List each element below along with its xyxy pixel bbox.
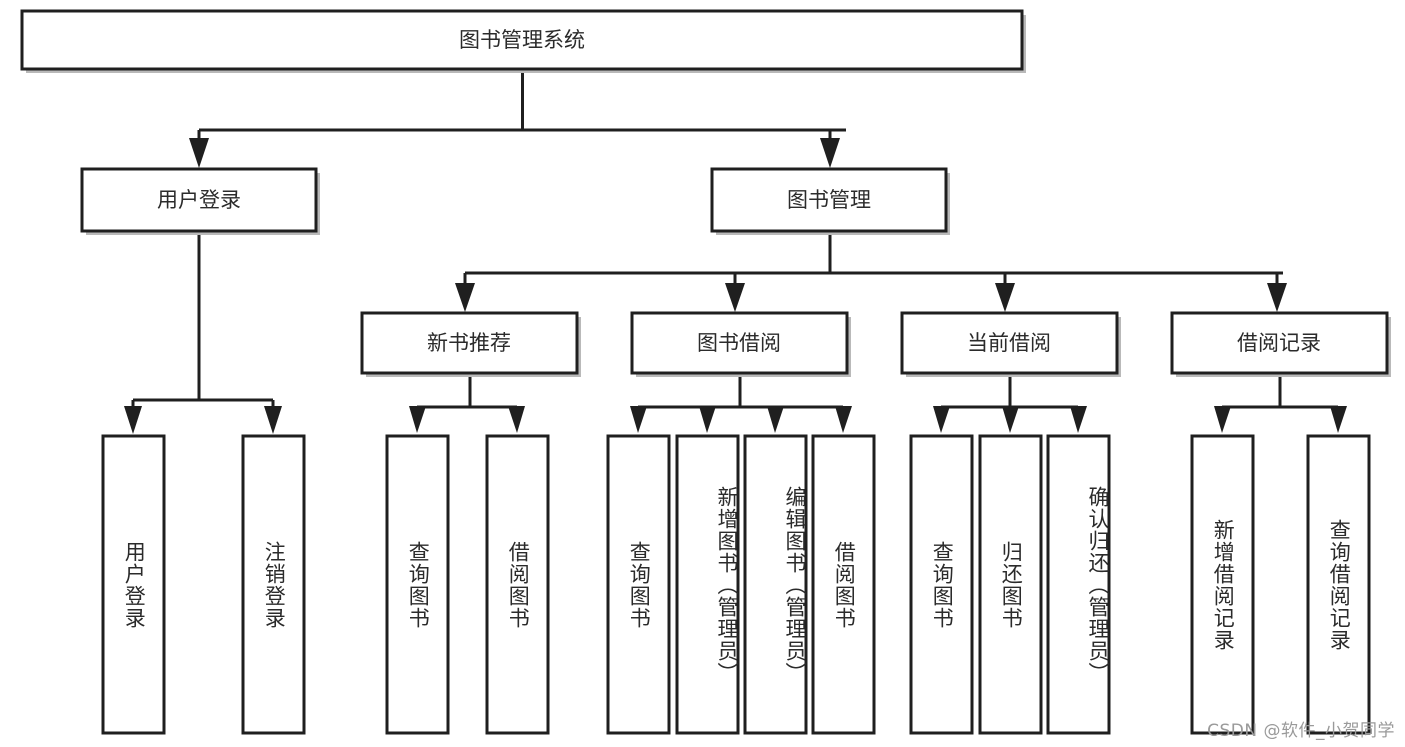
node-borrow-record[interactable]: 借阅记录 [1170, 311, 1391, 377]
arrow-head-leaf-query-book-3 [933, 406, 950, 433]
leaf-box-add-record[interactable] [1190, 434, 1255, 735]
arrow-head-leaf-add-book [699, 406, 716, 433]
connector-group-root [189, 70, 846, 168]
arrow-head-leaf-query-record [1330, 406, 1347, 433]
connector-group-user-login [124, 233, 282, 434]
leaf-box-query-book-1[interactable] [385, 434, 450, 735]
leaf-boxes [101, 434, 1371, 735]
arrow-head-leaf-query-book-2 [630, 406, 647, 433]
node-user-login-label: 用户登录 [157, 188, 241, 212]
node-cb-box[interactable] [900, 311, 1119, 375]
node-nbr-box[interactable] [360, 311, 579, 375]
node-nbr-label: 新书推荐 [427, 331, 511, 355]
connector-group-current-borrow [933, 376, 1087, 433]
arrow-head-leaf-query-book-1 [409, 406, 426, 433]
node-root-label: 图书管理系统 [459, 28, 585, 52]
leaf-box-borrow-book-1[interactable] [485, 434, 550, 735]
watermark-text: CSDN @软件_小贺同学 [1207, 721, 1395, 741]
node-br-box[interactable] [1170, 311, 1389, 375]
arrow-head-leaf-add-record [1214, 406, 1231, 433]
node-root-box[interactable] [20, 9, 1024, 71]
leaf-box-borrow-book-2[interactable] [811, 434, 876, 735]
leaf-box-query-book-2[interactable] [606, 434, 671, 735]
node-cb-label: 当前借阅 [967, 331, 1051, 355]
node-user-login-box[interactable] [80, 167, 318, 233]
arrow-head-leaf-return-book [1002, 406, 1019, 433]
leaf-box-query-record[interactable] [1306, 434, 1371, 735]
leaf-box-confirm-return[interactable] [1046, 434, 1111, 735]
arrow-head-leaf-confirm-return [1070, 406, 1087, 433]
arrow-head-borrow-record [1267, 283, 1287, 312]
arrow-head-user-login [189, 138, 209, 168]
connector-group-book-borrow [630, 376, 852, 433]
leaf-box-edit-book[interactable] [743, 434, 808, 735]
node-book-manage-label: 图书管理 [787, 188, 871, 212]
node-book-manage[interactable]: 图书管理 [710, 167, 950, 235]
arrow-head-leaf-borrow-book-1 [508, 406, 525, 433]
leaf-box-user-login[interactable] [101, 434, 166, 735]
arrow-head-book-manage [820, 138, 840, 168]
arrow-head-leaf-logout [264, 406, 282, 434]
leaf-box-logout[interactable] [241, 434, 306, 735]
node-new-book-recommend[interactable]: 新书推荐 [360, 311, 581, 377]
connector-group-book-manage [455, 233, 1287, 312]
node-bb-label: 图书借阅 [697, 331, 781, 355]
connector-group-new-book-recommend [409, 376, 525, 433]
leaf-box-return-book[interactable] [978, 434, 1043, 735]
node-book-manage-box[interactable] [710, 167, 948, 233]
leaf-box-query-book-3[interactable] [909, 434, 974, 735]
node-current-borrow[interactable]: 当前借阅 [900, 311, 1121, 377]
node-book-borrow[interactable]: 图书借阅 [630, 311, 851, 377]
arrow-head-leaf-borrow-book-2 [835, 406, 852, 433]
arrow-head-new-book-recommend [455, 283, 475, 312]
connector-group-borrow-record [1214, 376, 1347, 433]
arrow-head-leaf-edit-book [767, 406, 784, 433]
node-br-label: 借阅记录 [1237, 331, 1321, 355]
node-root[interactable]: 图书管理系统 [20, 9, 1026, 73]
arrow-head-leaf-user-login [124, 406, 142, 434]
arrow-head-book-borrow [725, 283, 745, 312]
node-user-login[interactable]: 用户登录 [80, 167, 320, 235]
leaf-box-add-book[interactable] [675, 434, 740, 735]
arrow-head-current-borrow [995, 283, 1015, 312]
node-bb-box[interactable] [630, 311, 849, 375]
